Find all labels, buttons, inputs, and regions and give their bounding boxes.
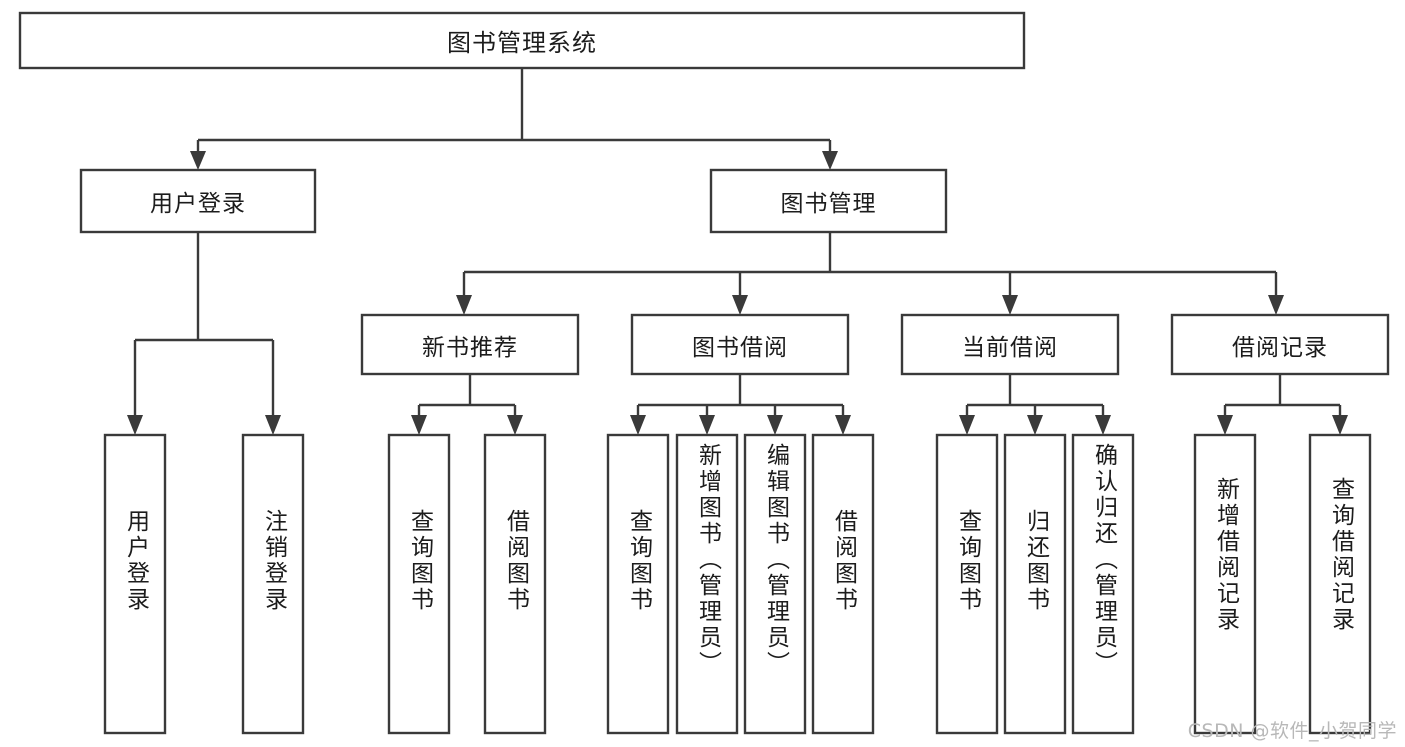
arrowhead-bookmanage-to-borrowrecord <box>1268 295 1284 315</box>
node-leaf-query-record-box[interactable] <box>1308 433 1372 735</box>
node-leaf-confirm-return-box[interactable] <box>1071 433 1135 735</box>
node-new-book-rec-box[interactable] <box>360 313 580 376</box>
arrowhead-newbook-to-leaf2 <box>507 415 523 435</box>
connector-group-current-borrow <box>959 374 1111 435</box>
node-leaf-query-book-2-box[interactable] <box>606 433 670 735</box>
connector-group-book-borrow <box>630 374 851 435</box>
node-root-box[interactable] <box>18 11 1026 70</box>
connector-group-book-manage <box>456 232 1284 315</box>
arrowhead-newbook-to-leaf1 <box>411 415 427 435</box>
arrowhead-bookborrow-to-leaf4 <box>835 415 851 435</box>
arrowhead-bookborrow-to-leaf3 <box>767 415 783 435</box>
node-leaf-query-book-1-box[interactable] <box>387 433 451 735</box>
node-leaf-add-book-box[interactable] <box>675 433 739 735</box>
node-leaf-edit-book-box[interactable] <box>743 433 807 735</box>
connector-group-root <box>190 68 838 170</box>
node-current-borrow-box[interactable] <box>900 313 1120 376</box>
node-borrow-record-box[interactable] <box>1170 313 1390 376</box>
arrowhead-currentborrow-to-leaf1 <box>959 415 975 435</box>
arrowhead-bookborrow-to-leaf1 <box>630 415 646 435</box>
node-user-login-box[interactable] <box>79 168 317 234</box>
arrowhead-userlogin-to-leaf2 <box>265 415 281 435</box>
arrowhead-bookmanage-to-currentborrow <box>1002 295 1018 315</box>
arrowhead-bookmanage-to-bookborrow <box>732 295 748 315</box>
node-leaf-logout-box[interactable] <box>241 433 305 735</box>
arrowhead-currentborrow-to-leaf2 <box>1027 415 1043 435</box>
arrowhead-bookmanage-to-newbook <box>456 295 472 315</box>
node-book-manage-box[interactable] <box>709 168 948 234</box>
arrowhead-bookborrow-to-leaf2 <box>699 415 715 435</box>
connector-group-borrow-record <box>1217 374 1348 435</box>
node-leaf-borrow-book-1-box[interactable] <box>483 433 547 735</box>
arrowhead-root-to-book-manage <box>822 151 838 170</box>
node-book-borrow-box[interactable] <box>630 313 850 376</box>
arrowhead-currentborrow-to-leaf3 <box>1095 415 1111 435</box>
node-leaf-query-book-3-box[interactable] <box>935 433 999 735</box>
node-leaf-borrow-book-2-box[interactable] <box>811 433 875 735</box>
connector-group-new-book-rec <box>411 374 523 435</box>
arrowhead-borrowrecord-to-leaf2 <box>1332 415 1348 435</box>
node-leaf-user-login-box[interactable] <box>103 433 167 735</box>
arrowhead-userlogin-to-leaf1 <box>127 415 143 435</box>
node-leaf-add-record-box[interactable] <box>1193 433 1257 735</box>
connector-group-user-login <box>127 232 281 435</box>
arrowhead-root-to-user-login <box>190 151 206 170</box>
node-leaf-return-book-box[interactable] <box>1003 433 1067 735</box>
arrowhead-borrowrecord-to-leaf1 <box>1217 415 1233 435</box>
